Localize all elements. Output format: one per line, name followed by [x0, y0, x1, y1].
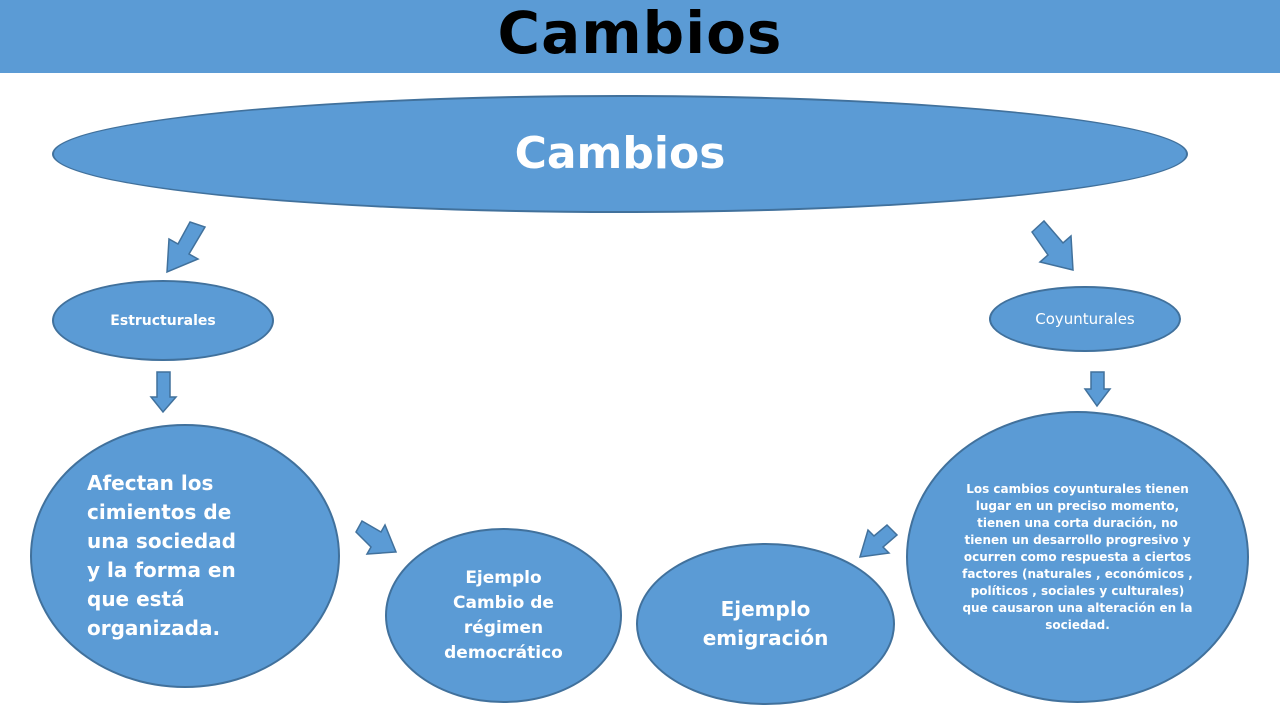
coyunturales-description-text: Los cambios coyunturales tienen lugar en… [962, 481, 1193, 632]
main-concept-node: Cambios [52, 95, 1188, 213]
example-regime-change-text: Ejemplo Cambio de régimen democrático [444, 567, 563, 663]
estructurales-description-text: Afectan los cimientos de una sociedad y … [87, 471, 236, 640]
example-emigration-node: Ejemplo emigración [636, 543, 895, 705]
example-emigration-text: Ejemplo emigración [702, 597, 829, 650]
arrow-down-icon [1083, 371, 1112, 408]
page-title: Cambios [497, 0, 783, 67]
arrow-down-right-icon [355, 519, 398, 555]
estructurales-description-node: Afectan los cimientos de una sociedad y … [30, 424, 340, 688]
coyunturales-label: Coyunturales [1035, 310, 1135, 328]
estructurales-label: Estructurales [110, 312, 216, 329]
arrow-down-left-icon [166, 221, 207, 274]
estructurales-node: Estructurales [52, 280, 274, 361]
arrow-down-right-icon [1031, 219, 1074, 271]
coyunturales-description-node: Los cambios coyunturales tienen lugar en… [906, 411, 1249, 703]
title-banner [0, 0, 1280, 73]
arrow-down-icon [149, 371, 178, 414]
example-regime-change-node: Ejemplo Cambio de régimen democrático [385, 528, 622, 703]
arrow-down-left-icon [858, 523, 899, 558]
coyunturales-node: Coyunturales [989, 286, 1181, 352]
main-concept-label: Cambios [514, 127, 726, 179]
